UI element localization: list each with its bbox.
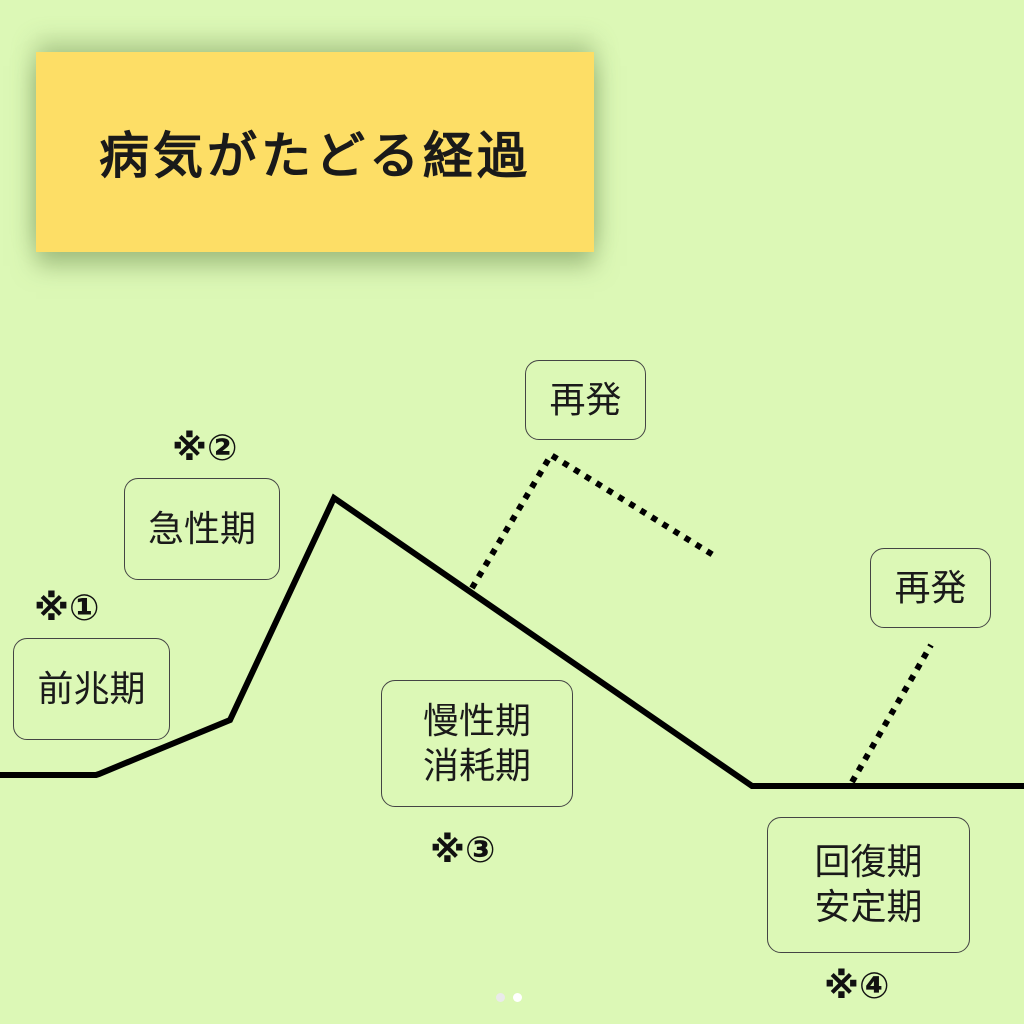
stage-box-chronic: 慢性期 消耗期: [381, 680, 573, 807]
relapse-dotted-line-2: [849, 643, 934, 784]
diagram-title: 病気がたどる経過: [99, 127, 531, 185]
stage-box-recovery: 回復期 安定期: [767, 817, 970, 953]
relapse-box-1: 再発: [525, 360, 646, 440]
relapse-label-2: 再発: [894, 567, 967, 609]
note-2: ※②: [172, 428, 238, 469]
stage-box-acute: 急性期: [124, 478, 280, 580]
pagination-dot-1[interactable]: [496, 993, 505, 1002]
relapse-label-1: 再発: [549, 379, 622, 421]
relapse-box-2: 再発: [870, 548, 991, 628]
pagination-dots[interactable]: [496, 993, 522, 1002]
stage-label-prodromal: 前兆期: [37, 668, 146, 710]
disease-course-line: [0, 493, 1024, 789]
stage-label-acute: 急性期: [147, 508, 256, 550]
note-4: ※④: [824, 966, 890, 1007]
title-box: 病気がたどる経過: [36, 52, 594, 252]
note-1: ※①: [34, 588, 100, 629]
stage-label-recovery: 回復期 安定期: [814, 842, 923, 928]
relapse-dotted-line-1: [469, 450, 720, 590]
stage-label-chronic: 慢性期 消耗期: [422, 700, 531, 787]
note-3: ※③: [430, 830, 496, 871]
pagination-dot-2[interactable]: [513, 993, 522, 1002]
stage-box-prodromal: 前兆期: [13, 638, 170, 740]
